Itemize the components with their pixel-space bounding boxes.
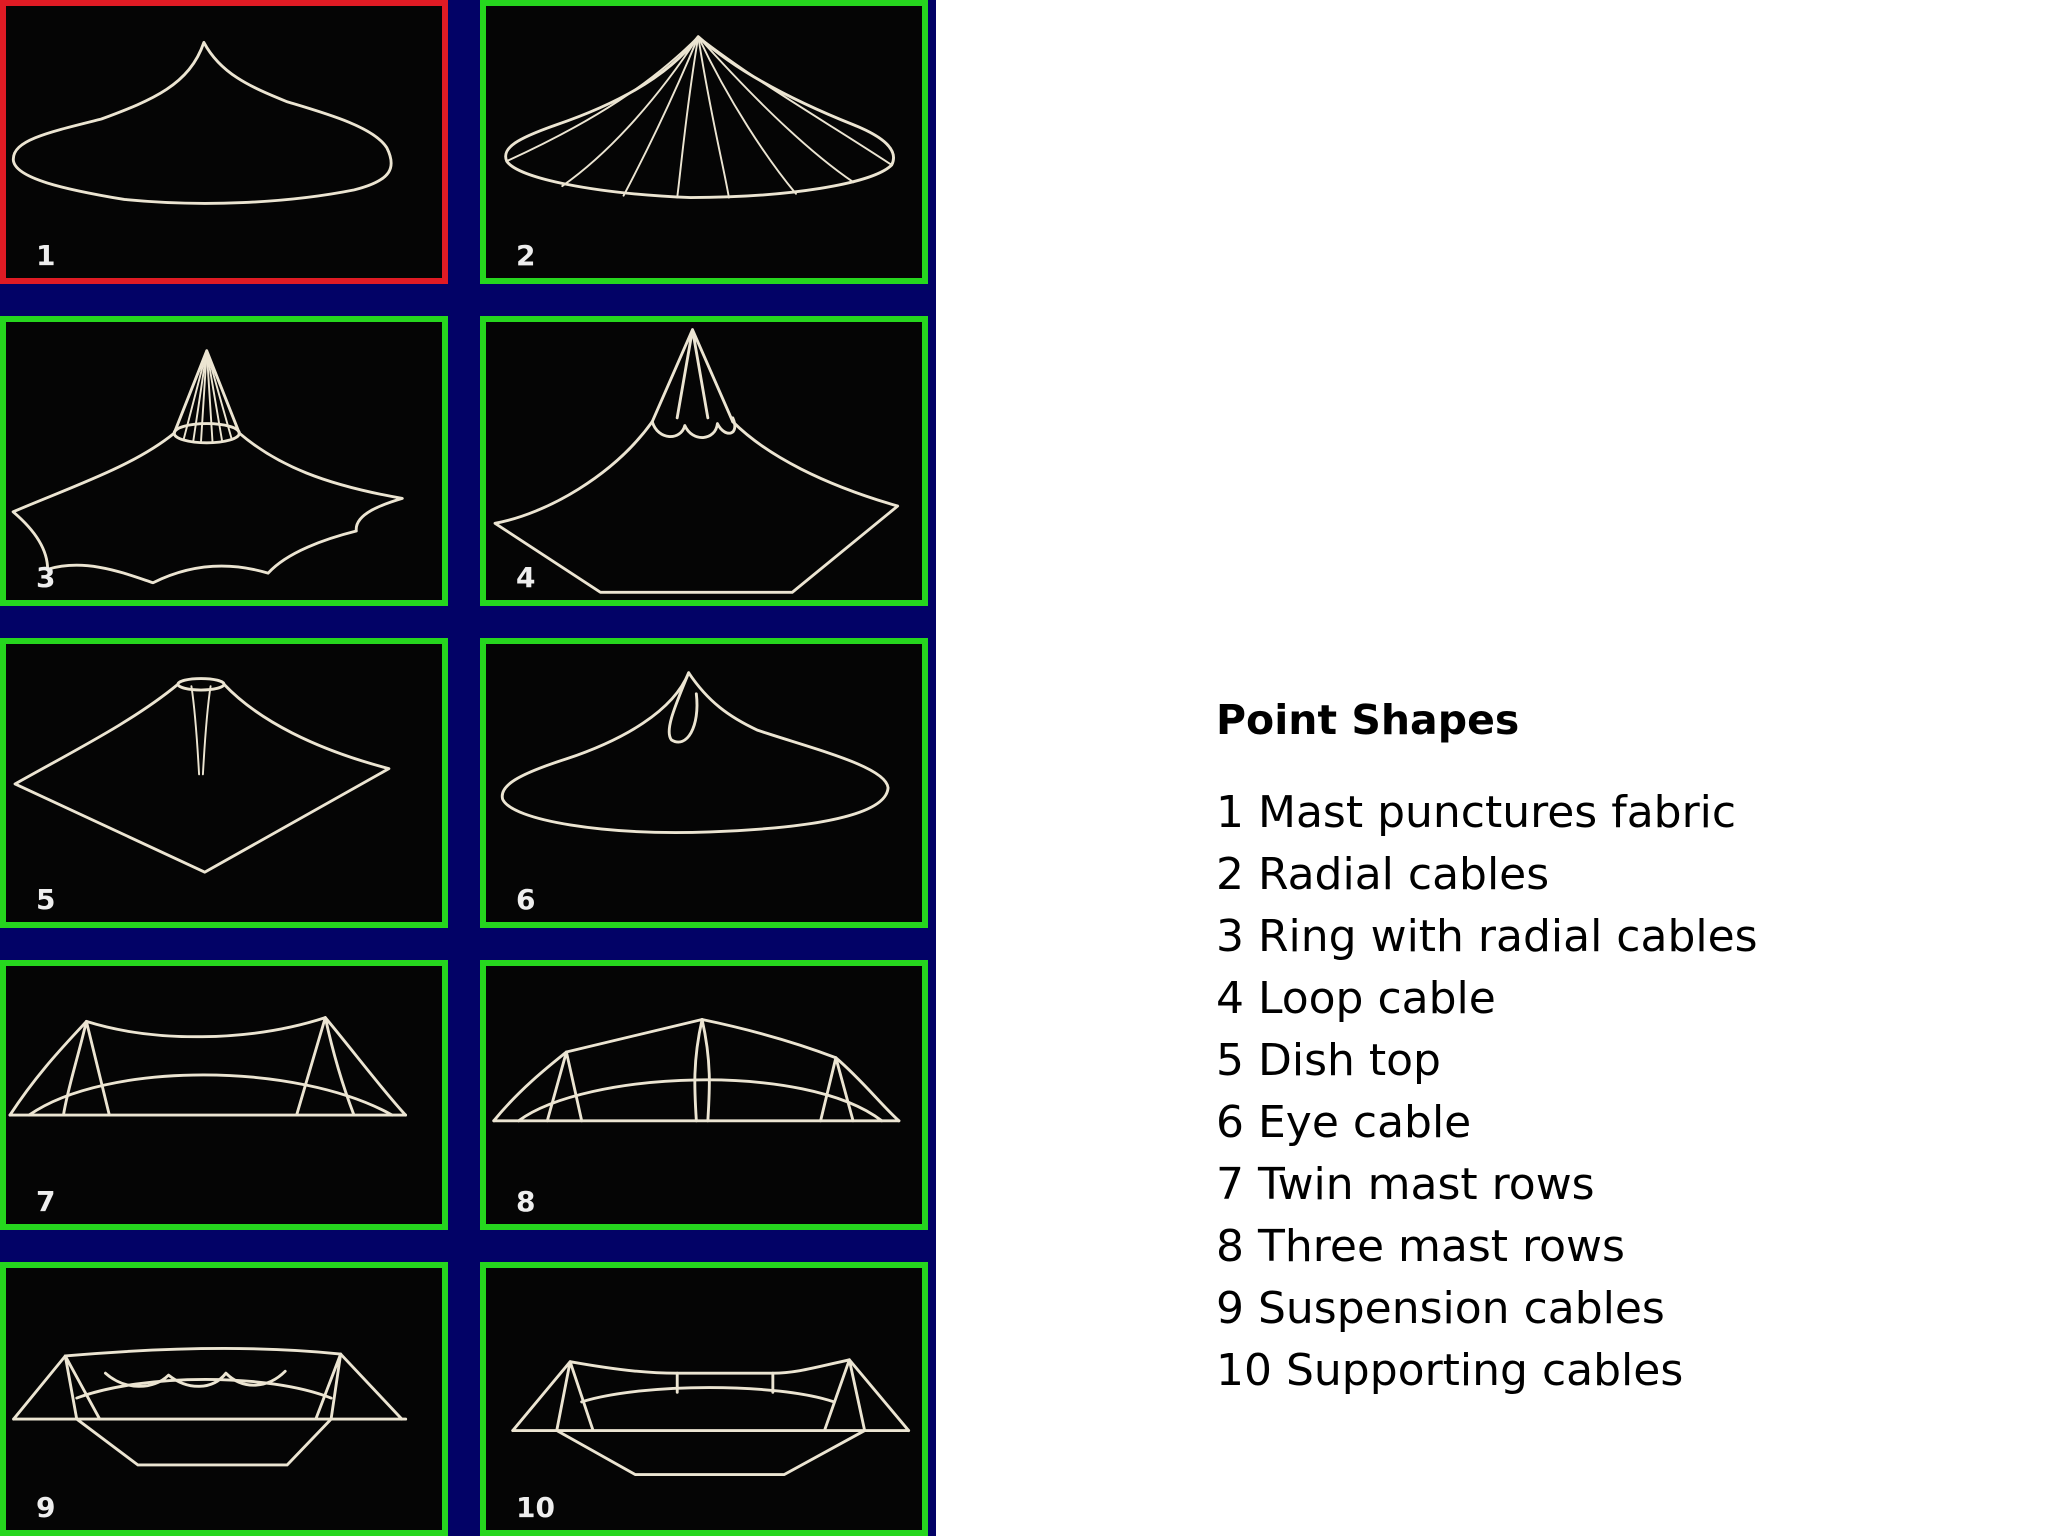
panel-label: 6 [516,883,536,916]
eye-cable-drawing [500,671,890,834]
panel-6: 6 [480,638,928,928]
panel-5: 5 [0,638,448,928]
panel-10: 10 [480,1262,928,1536]
suspension-cables-drawing [12,1346,408,1467]
panel-9: 9 [0,1262,448,1536]
panel-8: 8 [480,960,928,1230]
list-item: 10 Supporting cables [1216,1345,1684,1396]
panel-7: 7 [0,960,448,1230]
panel-label: 8 [516,1185,536,1218]
panel-label: 10 [516,1491,555,1524]
list-item: 8 Three mast rows [1216,1221,1625,1272]
list-item: 2 Radial cables [1216,849,1550,900]
panel-2: 2 [480,0,928,284]
supporting-cables-drawing [511,1358,911,1476]
list-item: 6 Eye cable [1216,1097,1472,1148]
three-mast-rows-drawing [492,1018,901,1123]
panel-label: 1 [36,239,56,272]
list-item: 3 Ring with radial cables [1216,911,1758,962]
ring-with-radial-cables-drawing [11,349,404,585]
panel-3: 3 [0,316,448,606]
caption: Point Shapes 1 Mast punctures fabric 2 R… [1216,690,1758,1402]
dish-top-drawing [13,677,391,874]
loop-cable-drawing [493,328,900,594]
panel-label: 5 [36,883,56,916]
radial-cables-drawing [504,35,895,199]
list-item: 7 Twin mast rows [1216,1159,1595,1210]
list-item: 4 Loop cable [1216,973,1496,1024]
shape-list: 1 Mast punctures fabric 2 Radial cables … [1216,782,1758,1402]
panel-label: 2 [516,239,536,272]
panel-label: 3 [36,561,56,594]
list-item: 5 Dish top [1216,1035,1441,1086]
panel-4: 4 [480,316,928,606]
panel-label: 9 [36,1491,56,1524]
list-item: 9 Suspension cables [1216,1283,1665,1334]
mast-punctures-fabric-drawing [11,40,393,205]
panel-label: 4 [516,561,536,594]
twin-mast-rows-drawing [8,1016,407,1117]
point-shapes-figure: 1 2 [0,0,936,1536]
panel-1: 1 [0,0,448,284]
caption-title: Point Shapes [1216,696,1520,744]
list-item: 1 Mast punctures fabric [1216,787,1737,838]
panel-label: 7 [36,1185,56,1218]
